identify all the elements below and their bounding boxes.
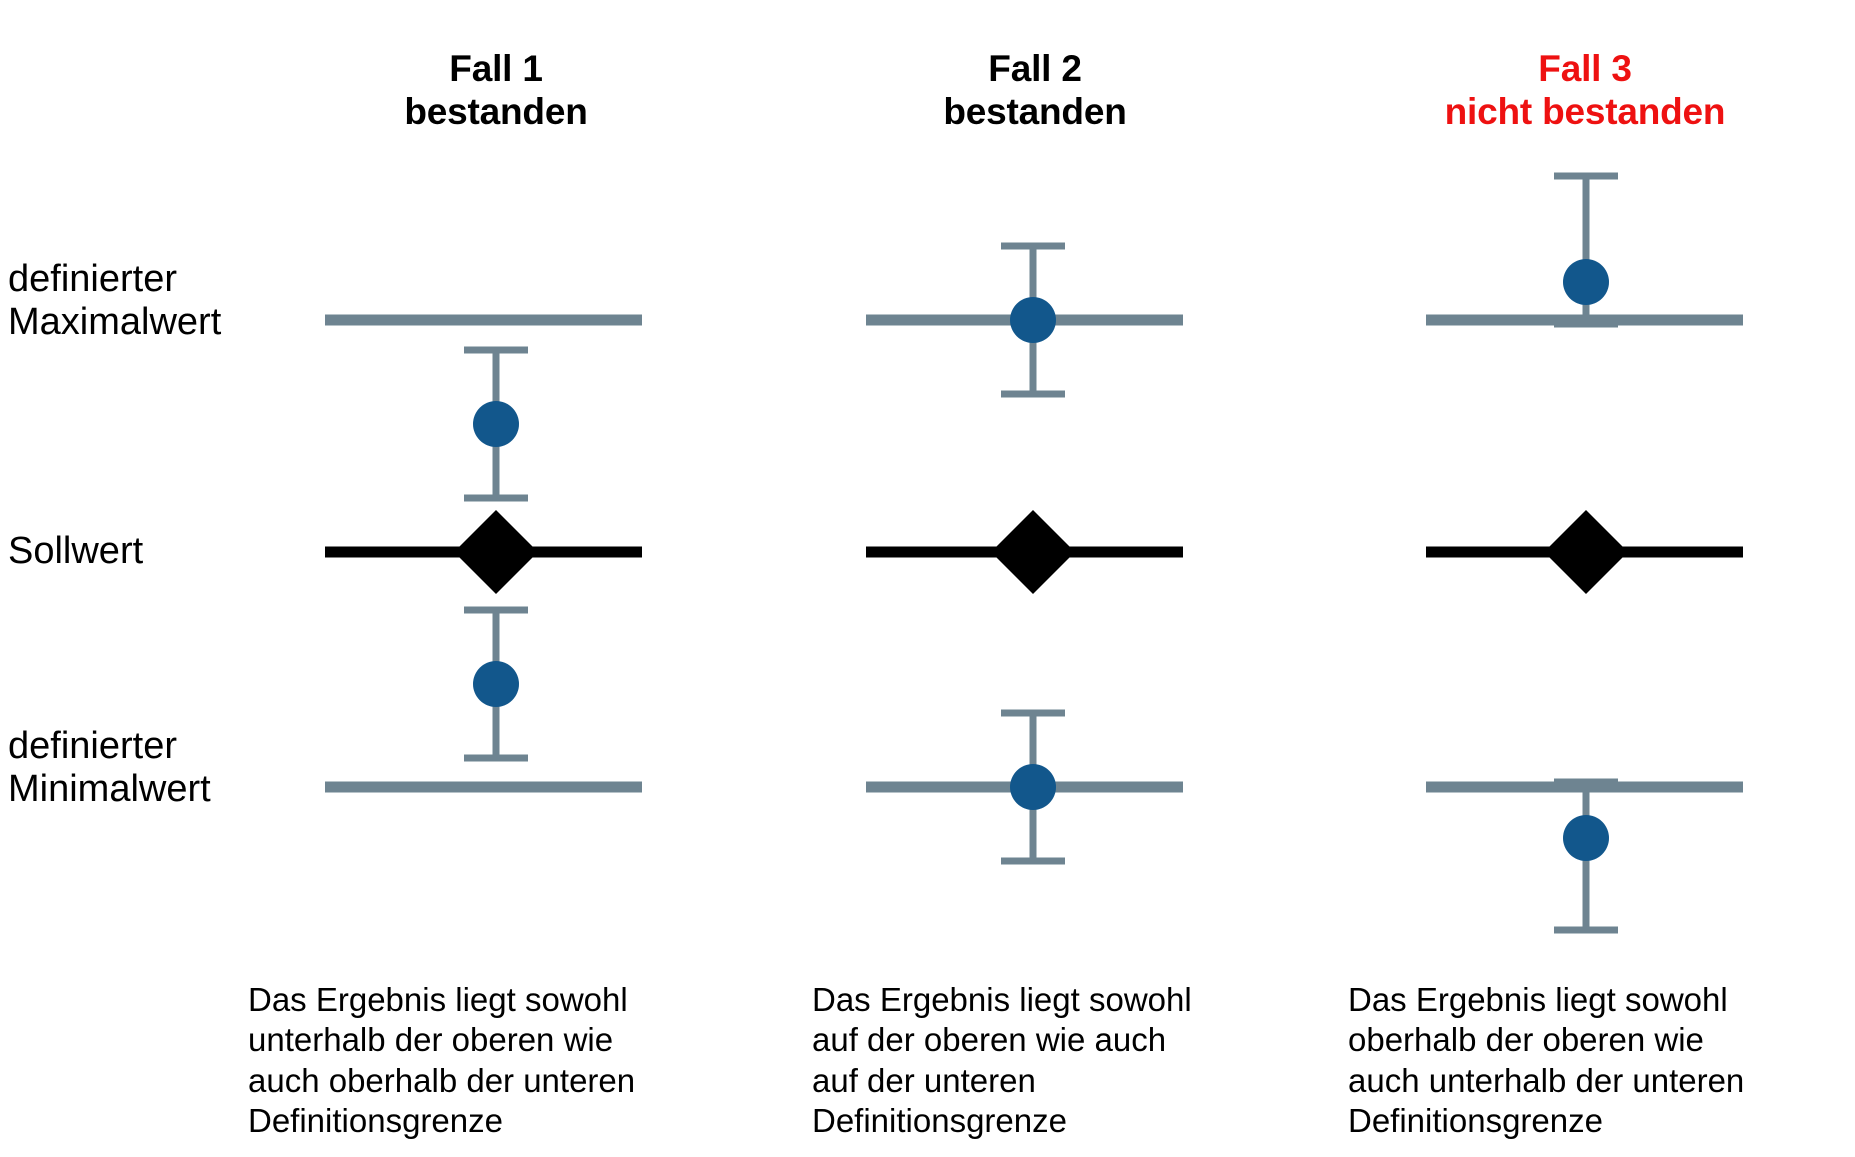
measurement-dot xyxy=(473,661,519,707)
plot-column-fall-3 xyxy=(1426,172,1743,934)
measurement-upper-fall-1 xyxy=(464,346,528,502)
caption-line-2: auf der oberen wie auch xyxy=(812,1021,1167,1059)
measurement-dot xyxy=(473,401,519,447)
measurement-dot-upper-fall-3 xyxy=(1563,259,1609,305)
plot-column-fall-1 xyxy=(325,314,642,793)
target-diamond-fall-2 xyxy=(991,510,1075,594)
row-label-line-1: definierter xyxy=(8,258,177,300)
measurement-lower-fall-1 xyxy=(464,606,528,762)
caption-line-4: Definitionsgrenze xyxy=(812,1101,1067,1139)
caption-line-3: auch unterhalb der unteren xyxy=(1348,1061,1745,1099)
row-label-line-1: definierter xyxy=(8,725,177,767)
row-label-target: Sollwert xyxy=(8,530,143,573)
column-header-line-1: Fall 3 xyxy=(1538,48,1632,89)
caption-line-3: auch oberhalb der unteren xyxy=(248,1061,636,1099)
row-label-line-2: Maximalwert xyxy=(8,300,222,343)
column-header-fall-3: Fall 3 nicht bestanden xyxy=(1375,48,1795,133)
plot-column-fall-2 xyxy=(866,242,1183,865)
column-header-line-2: bestanden xyxy=(943,90,1127,132)
caption-fall-1: Das Ergebnis liegt sowohl unterhalb der … xyxy=(248,980,768,1141)
target-diamond-fall-1 xyxy=(454,510,538,594)
measurement-dot-upper-fall-2 xyxy=(1010,297,1056,343)
target-diamond-fall-3 xyxy=(1544,510,1628,594)
caption-line-1: Das Ergebnis liegt sowohl xyxy=(812,981,1192,1018)
column-header-line-2: bestanden xyxy=(404,90,588,132)
column-header-line-2: nicht bestanden xyxy=(1444,90,1726,132)
measurement-dot-lower-fall-3 xyxy=(1563,815,1609,861)
caption-fall-2: Das Ergebnis liegt sowohl auf der oberen… xyxy=(812,980,1312,1141)
column-header-fall-2: Fall 2 bestanden xyxy=(825,48,1245,133)
caption-line-4: Definitionsgrenze xyxy=(1348,1101,1603,1139)
column-header-fall-1: Fall 1 bestanden xyxy=(286,48,706,133)
row-label-max-limit: definierter Maximalwert xyxy=(8,258,221,343)
row-label-min-limit: definierter Minimalwert xyxy=(8,725,211,810)
column-header-line-1: Fall 2 xyxy=(988,48,1082,89)
caption-line-1: Das Ergebnis liegt sowohl xyxy=(248,981,628,1018)
measurement-dot-lower-fall-2 xyxy=(1010,764,1056,810)
column-header-line-1: Fall 1 xyxy=(449,48,543,89)
caption-line-1: Das Ergebnis liegt sowohl xyxy=(1348,981,1728,1018)
row-label-line-1: Sollwert xyxy=(8,530,144,572)
row-label-line-2: Minimalwert xyxy=(8,767,211,810)
caption-fall-3: Das Ergebnis liegt sowohl oberhalb der o… xyxy=(1348,980,1848,1141)
caption-line-2: unterhalb der oberen wie xyxy=(248,1021,614,1059)
caption-line-3: auf der unteren xyxy=(812,1061,1036,1099)
caption-line-4: Definitionsgrenze xyxy=(248,1101,503,1139)
caption-line-2: oberhalb der oberen wie xyxy=(1348,1021,1704,1059)
